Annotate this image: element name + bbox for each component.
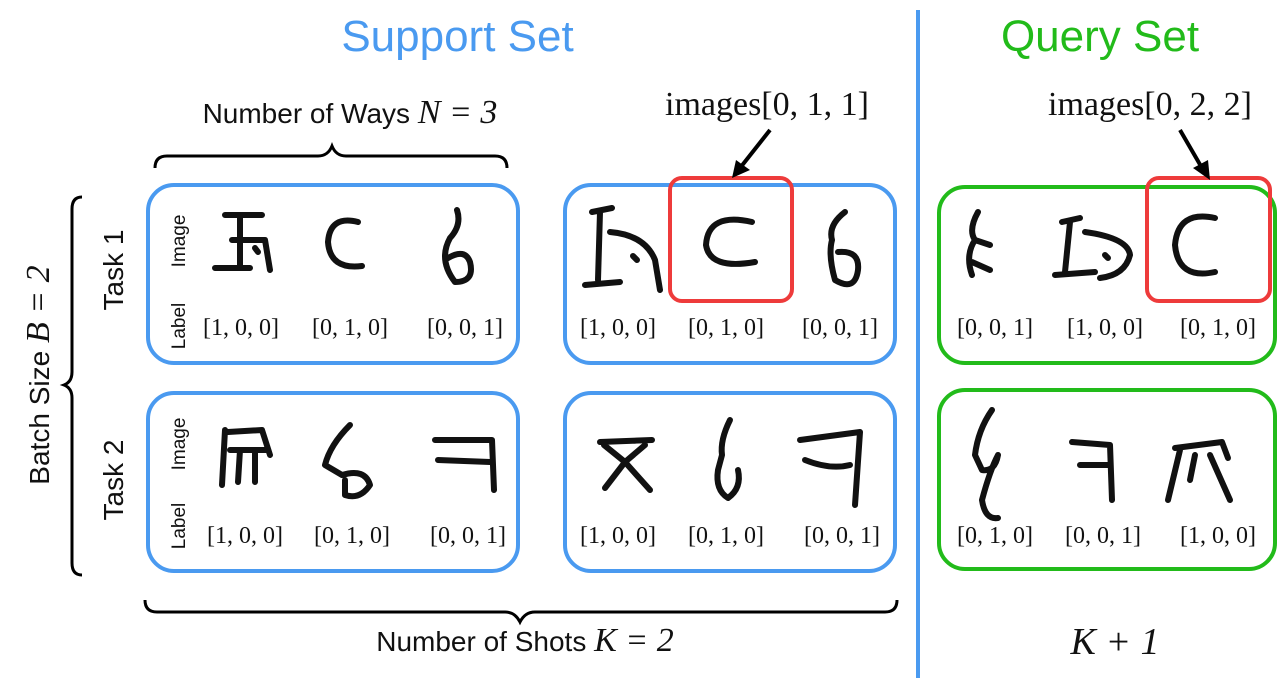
pointer-query-label: images[0, 2, 2] [1048,86,1252,123]
glyph-character-curl-2 [827,209,862,288]
ways-brace [153,141,509,169]
glyph-character-gate-1 [219,427,273,488]
label-q-t2-c: [1, 0, 0] [1180,523,1256,549]
support-set-heading: Support Set [341,12,574,61]
shots-brace [143,599,899,626]
pointer-query-arrow [1178,128,1204,170]
glyph-character-c-1 [325,217,365,270]
support-task1-shot2-box [563,183,897,365]
pointer-support-arrowhead [732,160,750,178]
glyph-character-corner-2 [797,429,863,508]
pointer-support-label: images[0, 1, 1] [665,86,869,123]
pointer-support-arrow [738,128,772,170]
shots-math: K = 2 [594,622,674,659]
glyph-character-gate-3 [1165,439,1233,503]
label-q-t1-a: [0, 0, 1] [957,315,1033,341]
label-s-t1-2-a: [1, 0, 0] [580,315,656,341]
support-task2-shot1-box [146,391,520,573]
glyph-character-curl-1 [442,207,474,285]
glyph-character-corner-1 [432,437,497,493]
label-s-t2-2-a: [1, 0, 0] [580,523,656,549]
ways-text: Number of Ways [202,98,411,129]
glyph-character-c-2 [703,216,758,267]
label-s-t1-1-a: [1, 0, 0] [203,315,279,341]
support-task1-shot1-box [146,183,520,365]
label-s-t2-2-c: [0, 0, 1] [804,523,880,549]
query-count: K + 1 [1070,621,1160,663]
label-s-t1-1-c: [0, 0, 1] [427,315,503,341]
shots-annotation: Number of Shots K = 2 [290,622,760,660]
ways-annotation: Number of Ways N = 3 [150,94,550,132]
glyph-character-c-3 [1172,213,1218,277]
label-s-t1-2-b: [0, 1, 0] [688,315,764,341]
label-s-t2-1-b: [0, 1, 0] [314,523,390,549]
label-s-t2-2-b: [0, 1, 0] [688,523,764,549]
label-s-t2-1-a: [1, 0, 0] [207,523,283,549]
shots-text: Number of Shots [376,626,587,657]
glyph-character-curl-3 [966,209,993,278]
query-set-heading: Query Set [1000,12,1200,61]
query-task1-box [937,185,1277,365]
batch-brace [59,195,83,577]
label-s-t1-1-b: [0, 1, 0] [312,315,388,341]
label-q-t2-b: [0, 0, 1] [1065,523,1141,549]
query-task2-box [937,388,1277,571]
glyph-character-a-3 [1052,215,1133,281]
highlight-support-image [668,176,794,303]
ways-math: N = 3 [417,94,498,131]
label-s-t1-2-c: [0, 0, 1] [802,315,878,341]
divider [916,10,920,678]
label-q-t1-c: [0, 1, 0] [1180,315,1256,341]
label-q-t2-a: [0, 1, 0] [957,523,1033,549]
glyph-character-hook-1 [322,422,373,500]
label-s-t2-1-c: [0, 0, 1] [430,523,506,549]
glyph-character-a-1 [212,212,273,273]
glyph-character-corner-3 [1069,439,1115,503]
glyph-character-a-2 [582,205,663,293]
support-task2-shot2-box [563,391,897,573]
glyph-character-gate-2 [597,437,655,493]
pointer-query-arrowhead [1193,160,1210,180]
glyph-character-hook-2 [714,417,742,501]
label-q-t1-b: [1, 0, 0] [1067,315,1143,341]
glyph-character-hook-3 [972,407,1001,522]
